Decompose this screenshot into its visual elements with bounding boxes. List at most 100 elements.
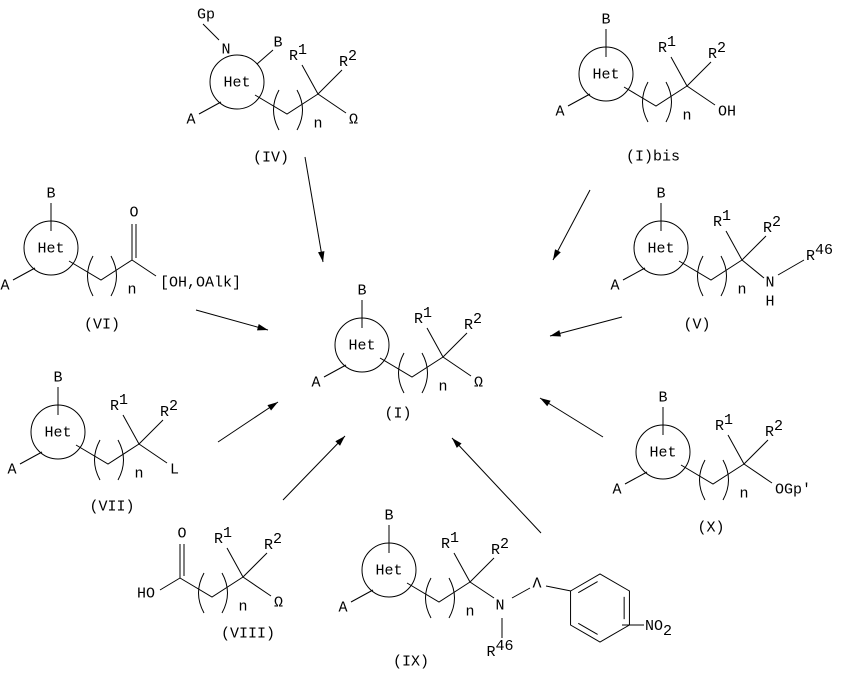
repeat-n: n: [127, 282, 136, 299]
alkyl-chain: [407, 582, 470, 602]
r2-bond: [687, 62, 711, 86]
hydrogen-label: H: [765, 294, 774, 311]
hydroxyl-label-bond: [687, 86, 715, 105]
a-bond: [20, 452, 42, 464]
r1-label-base: R: [214, 531, 223, 548]
n-bond: [742, 260, 764, 278]
compound-Ibis: HetBAnR1R2OH(I)bis: [555, 12, 736, 166]
a-label: A: [186, 112, 195, 129]
right-bracket: [222, 573, 228, 613]
compound-X: HetBAnR1R2OGp'(X): [612, 390, 811, 537]
a-bond: [324, 365, 346, 377]
acid-bond: [132, 260, 156, 276]
compound-VI-label: (VI): [84, 317, 120, 334]
omega-label-bond: [443, 357, 471, 376]
carbonyl-oxygen-label: O: [177, 526, 186, 543]
r1-label-base: R: [414, 311, 423, 328]
het-label: Het: [348, 338, 375, 355]
repeat-n: n: [313, 116, 322, 133]
b-bond: [257, 50, 273, 64]
r1-label: R1: [658, 34, 676, 57]
r46-label: R46: [486, 638, 513, 661]
arrow-shaft: [553, 190, 590, 260]
r2-label-base: R: [464, 317, 473, 334]
r2-bond: [318, 70, 342, 94]
linker-bond: [512, 588, 530, 598]
het-label: Het: [223, 75, 250, 92]
left-bracket: [274, 90, 280, 130]
r2-bond: [139, 420, 163, 444]
arrow-IX-to-I: [452, 438, 541, 533]
b-label: B: [357, 283, 366, 300]
compound-V-label: (V): [683, 317, 710, 334]
gp-label: Gp: [197, 7, 215, 24]
compound-Ibis-label: (I)bis: [626, 149, 680, 166]
compound-I-label: (I): [384, 406, 411, 423]
r46-label-sup: 46: [815, 242, 833, 259]
r1-label-sup: 1: [298, 42, 307, 59]
het-label: Het: [44, 425, 71, 442]
left-bracket: [95, 440, 101, 480]
r1-label: R1: [715, 412, 733, 435]
a-label: A: [311, 375, 320, 392]
r1-bond: [427, 328, 443, 357]
nitro-label-base: NO: [645, 618, 663, 635]
r46-label-base: R: [486, 644, 495, 661]
r2-label-sup: 2: [473, 311, 482, 328]
left-bracket: [399, 353, 405, 393]
r1-label: R1: [289, 42, 307, 65]
arrow-head-icon: [257, 324, 268, 330]
r1-label: R1: [713, 208, 731, 231]
r2-label-sup: 2: [169, 398, 178, 415]
right-bracket: [723, 460, 729, 500]
acid-ester-label: [OH,OAlk]: [160, 275, 241, 292]
repeat-n: n: [134, 466, 143, 483]
right-bracket: [422, 353, 428, 393]
alkyl-chain: [255, 94, 318, 114]
alkyl-chain: [679, 260, 742, 280]
arrow-head-icon: [267, 402, 278, 411]
r1-bond: [302, 65, 318, 94]
benzene-ring: [571, 574, 630, 642]
arrow-VI-to-I: [196, 310, 268, 330]
repeat-n: n: [465, 604, 474, 621]
ring-nitrogen-label: N: [221, 42, 230, 59]
b-label: B: [46, 186, 55, 203]
r1-bond: [726, 231, 742, 260]
arrow-shaft: [305, 157, 323, 262]
r1-label-base: R: [658, 40, 667, 57]
nitrogen-label: N: [765, 275, 774, 292]
aromatic-bond: [578, 582, 597, 593]
r1-bond: [671, 57, 687, 86]
compound-IV: HetABNGpnR1R2Ω(IV): [186, 7, 358, 167]
gp-bond: [203, 24, 219, 40]
compound-IX: HetBAnR1R2NR46ΛNO2(IX): [338, 508, 672, 671]
compound-X-label: (X): [697, 520, 724, 537]
r2-label-base: R: [763, 220, 772, 237]
r1-label-base: R: [110, 398, 119, 415]
aryl-bond: [546, 586, 571, 591]
r2-label: R2: [264, 531, 282, 554]
compound-IX-label: (IX): [393, 654, 429, 671]
left-bracket: [199, 573, 205, 613]
right-bracket: [449, 578, 455, 618]
r2-label-base: R: [339, 54, 348, 71]
r1-bond: [454, 553, 470, 582]
r46-label-base: R: [806, 248, 815, 265]
omega-label: Ω: [349, 112, 358, 129]
left-bracket: [88, 256, 94, 296]
r2-label: R2: [765, 418, 783, 441]
alkyl-chain: [681, 464, 744, 484]
repeat-n: n: [438, 379, 447, 396]
r2-label-sup: 2: [717, 40, 726, 57]
a-bond: [568, 94, 590, 106]
a-bond: [351, 590, 373, 602]
a-bond: [623, 268, 645, 280]
arrow-V-to-I: [550, 317, 622, 336]
nitro-label-sub: 2: [663, 623, 672, 640]
r1-bond: [227, 548, 243, 577]
right-bracket: [118, 440, 124, 480]
a-bond: [13, 268, 35, 280]
r1-bond: [123, 415, 139, 444]
